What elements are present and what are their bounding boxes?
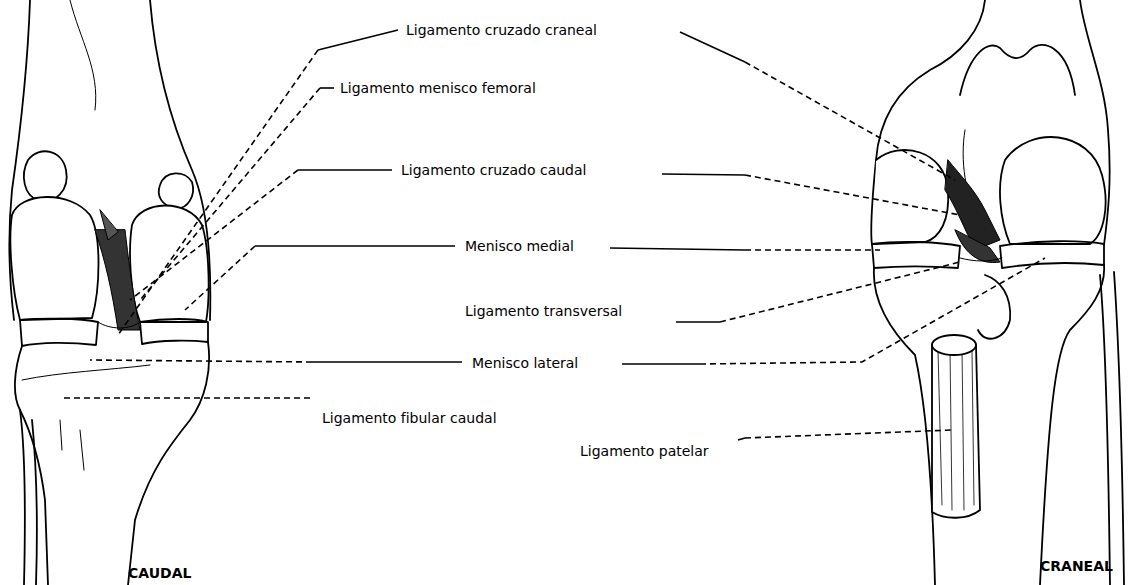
structure-label: Ligamento cruzado craneal bbox=[406, 22, 597, 38]
leader-lines bbox=[62, 30, 1045, 440]
structure-label: Ligamento cruzado caudal bbox=[401, 162, 586, 178]
structure-label: Ligamento fibular caudal bbox=[322, 410, 497, 426]
structure-label: Ligamento menisco femoral bbox=[340, 80, 536, 96]
structure-label: Menisco medial bbox=[465, 238, 574, 254]
structure-label: Ligamento transversal bbox=[465, 303, 622, 319]
structure-label: Ligamento patelar bbox=[580, 443, 709, 459]
view-label: CRANEAL bbox=[1040, 558, 1113, 574]
structure-label: Menisco lateral bbox=[472, 355, 578, 371]
view-label: CAUDAL bbox=[128, 565, 191, 581]
